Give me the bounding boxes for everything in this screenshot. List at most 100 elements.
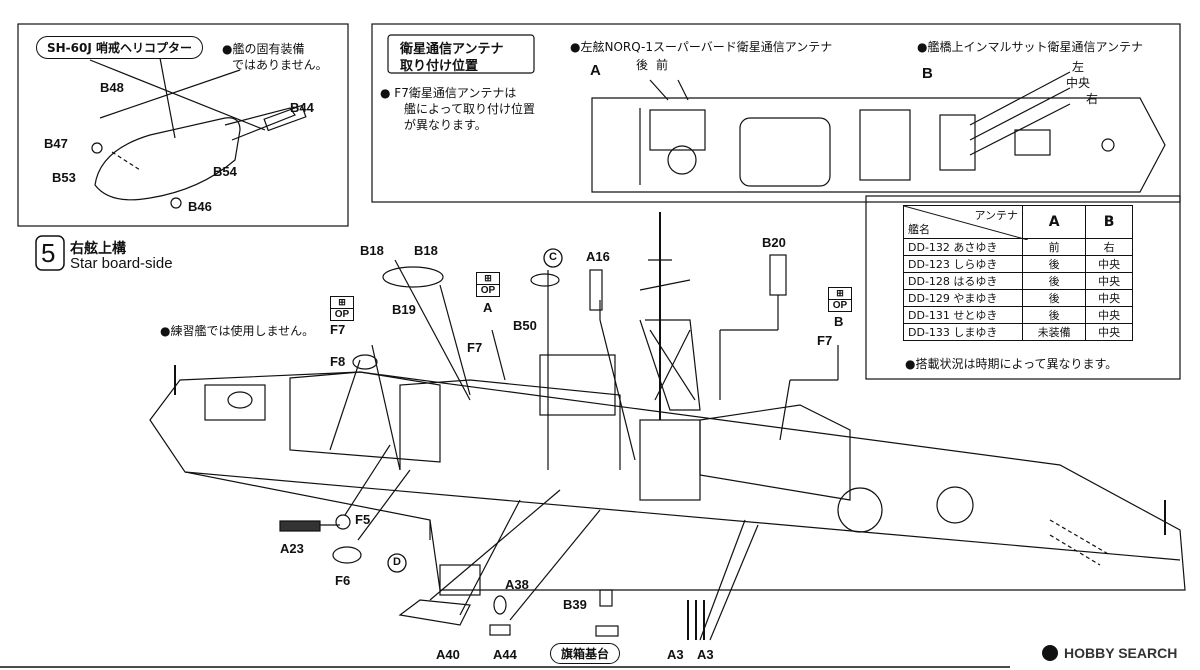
- b-cell: 中央: [1085, 323, 1133, 341]
- step-title-jp: 右舷上構: [70, 241, 126, 257]
- heli-panel-frame: [17, 23, 349, 227]
- hangar: [289, 371, 441, 463]
- b-cell: 中央: [1085, 255, 1133, 273]
- b-cell: 中央: [1085, 289, 1133, 307]
- part-label-a38: A38: [505, 577, 529, 592]
- part-label-b20: B20: [762, 235, 786, 250]
- part-a40-shape: [398, 599, 471, 626]
- heli-wheel: [91, 142, 103, 154]
- center-label: 中央: [1066, 76, 1091, 90]
- port-antenna-title: ●左舷NORQ-1スーパーバード衛星通信アンテナ: [570, 40, 833, 54]
- op-badge-a: ⊞OP: [476, 272, 500, 297]
- a-cell: 未装備: [1021, 323, 1087, 341]
- part-label-f5: F5: [355, 512, 371, 527]
- part-label-b48: B48: [100, 80, 124, 95]
- b-cell: 右: [1085, 238, 1133, 256]
- rotor-blade: [99, 69, 241, 119]
- ship-cell: DD-129 やまゆき: [903, 289, 1023, 307]
- a-cell: 後: [1021, 255, 1087, 273]
- part-a44-shape: [489, 624, 511, 636]
- b-cell: 中央: [1085, 306, 1133, 324]
- antenna-title-line2: 取り付け位置: [400, 59, 479, 74]
- table-row: DD-133 しまゆき未装備中央: [903, 323, 1133, 341]
- a-cell: 後: [1021, 272, 1087, 290]
- table-row: DD-128 はるゆき後中央: [903, 272, 1133, 290]
- part-label-f7: F7: [817, 333, 833, 348]
- part-label-b44: B44: [290, 100, 314, 115]
- part-label-b18: B18: [360, 243, 384, 258]
- header-ship: 艦名: [908, 223, 930, 236]
- op-badge-b: ⊞OP: [828, 287, 852, 312]
- part-label-a16: A16: [586, 249, 610, 264]
- part-label-a3: A3: [697, 647, 714, 662]
- table-footnote: ●搭載状況は時期によって異なります。: [905, 357, 1118, 371]
- option-icon: ⊞: [331, 297, 353, 309]
- b-cell: 中央: [1085, 272, 1133, 290]
- antenna-title-box: [387, 34, 535, 74]
- training-note: ●練習艦では使用しません。: [160, 324, 315, 338]
- part-f6-shape: [332, 546, 362, 564]
- part-label-b47: B47: [44, 136, 68, 151]
- option-icon: ⊞: [477, 273, 499, 285]
- part-b19-shape: [382, 266, 444, 288]
- position-b-label: B: [922, 65, 933, 82]
- ship-cell: DD-128 はるゆき: [903, 272, 1023, 290]
- bridge-block: [539, 354, 616, 416]
- superstructure-mid: [399, 379, 621, 470]
- op-a-label: A: [483, 300, 493, 315]
- part-label-b19: B19: [392, 302, 416, 317]
- table-corner-cell: アンテナ 艦名: [903, 205, 1028, 240]
- part-label-b54: B54: [213, 164, 237, 179]
- antenna-table: アンテナ 艦名 A B DD-132 あさゆき前右 DD-123 しらゆき後中央…: [903, 205, 1133, 341]
- right-label: 右: [1086, 92, 1099, 106]
- part-label-a44: A44: [493, 647, 517, 662]
- part-label-f6: F6: [335, 573, 351, 588]
- bridge-antenna-title: ●艦橋上インマルサット衛星通信アンテナ: [917, 40, 1143, 54]
- header-col-b: B: [1085, 205, 1133, 239]
- table-row: DD-129 やまゆき後中央: [903, 289, 1133, 307]
- op-b-label: B: [834, 314, 844, 329]
- rotor-blade: [89, 59, 266, 131]
- heli-tail-boom: [224, 107, 296, 141]
- antenna-panel-frame: [371, 23, 1181, 203]
- op-badge: ⊞OP: [330, 296, 354, 321]
- part-b39-shape: [599, 589, 613, 607]
- watermark: HOBBY SEARCH: [1064, 645, 1178, 661]
- part-label-b46: B46: [188, 199, 212, 214]
- option-icon: ⊞: [829, 288, 851, 300]
- circled-d: D: [393, 556, 401, 568]
- part-label-f7: F7: [330, 322, 346, 337]
- part-a23-shape: [279, 520, 321, 532]
- a-cell: 前: [1021, 238, 1087, 256]
- part-f8-shape: [352, 354, 378, 370]
- a-cell: 後: [1021, 306, 1087, 324]
- ship-hull: [149, 371, 1186, 591]
- part-d-rack: [439, 564, 481, 596]
- rear-label: 後: [636, 58, 649, 72]
- antenna-note-line3: が異なります。: [404, 118, 487, 132]
- heli-note-line1: ●艦の固有装備: [222, 42, 305, 56]
- part-a38-shape: [493, 595, 507, 615]
- header-col-a: A: [1021, 205, 1087, 239]
- heli-title: SH-60J 哨戒ヘリコプター: [36, 36, 204, 59]
- part-label-f8: F8: [330, 354, 346, 369]
- left-label: 左: [1072, 60, 1085, 74]
- step-title-en: Star board-side: [70, 255, 173, 272]
- part-a16-shape: [589, 269, 603, 311]
- table-row: DD-123 しらゆき後中央: [903, 255, 1133, 273]
- antenna-note-line2: 艦によって取り付け位置: [404, 102, 536, 116]
- part-b20-shape: [769, 254, 787, 296]
- a-cell: 後: [1021, 289, 1087, 307]
- ship-cell: DD-123 しらゆき: [903, 255, 1023, 273]
- part-label-b39: B39: [563, 597, 587, 612]
- part-label-a3: A3: [667, 647, 684, 662]
- heli-body: [94, 117, 241, 201]
- step-number: 5: [41, 238, 56, 268]
- header-antenna: アンテナ: [974, 209, 1018, 222]
- table-row: DD-131 せとゆき後中央: [903, 306, 1133, 324]
- front-label: 前: [656, 58, 669, 72]
- table-row: DD-132 あさゆき前右: [903, 238, 1133, 256]
- part-label-b18: B18: [414, 243, 438, 258]
- part-label-a40: A40: [436, 647, 460, 662]
